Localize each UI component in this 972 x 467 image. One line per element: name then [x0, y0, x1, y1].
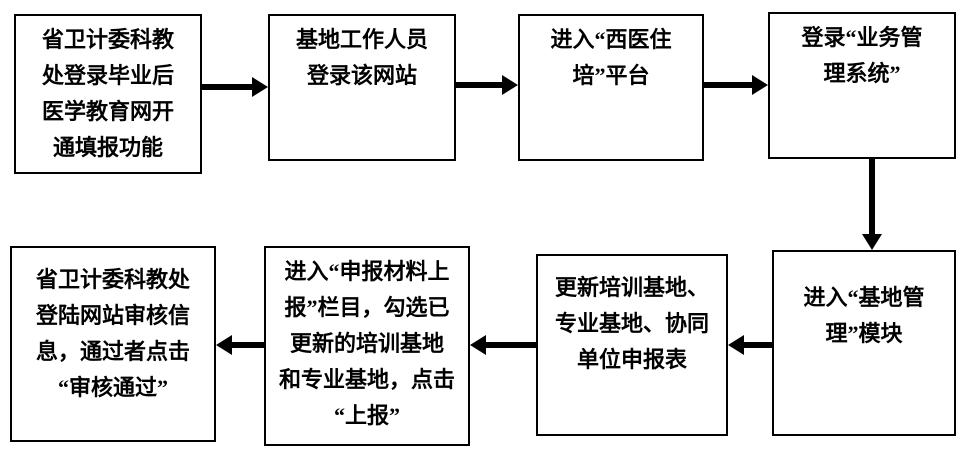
flow-step-8-review-approval: 省卫计委科教处 登陆网站审核信 息，通过者点击 “审核通过” [10, 246, 216, 442]
arrow-step3-to-step4-icon [704, 74, 768, 96]
flow-step-2-label: 基地工作人员 登录该网站 [295, 27, 428, 88]
arrow-head-right-icon [502, 75, 518, 95]
flow-step-2-staff-login: 基地工作人员 登录该网站 [268, 14, 456, 161]
arrow-shaft [456, 82, 504, 88]
arrow-shaft [230, 342, 264, 348]
flow-step-6-update-application-forms: 更新培训基地、 专业基地、协同 单位申报表 [536, 254, 728, 436]
flow-step-6-label: 更新培训基地、 专业基地、协同 单位申报表 [554, 275, 709, 372]
arrow-head-left-icon [216, 335, 232, 355]
arrow-step2-to-step3-icon [456, 74, 518, 96]
arrow-step6-to-step7-icon [470, 334, 536, 356]
arrow-shaft [704, 82, 754, 88]
flow-step-1-label: 省卫计委科教 处登录毕业后 医学教育网开 通填报功能 [41, 27, 174, 160]
arrow-head-right-icon [752, 75, 768, 95]
arrow-shaft [484, 342, 536, 348]
arrow-step5-to-step6-icon [728, 334, 772, 356]
flow-step-8-label: 省卫计委科教处 登陆网站审核信 息，通过者点击 “审核通过” [35, 267, 190, 400]
flow-step-5-enter-base-management: 进入“基地管 理”模块 [772, 250, 956, 436]
arrow-shaft [742, 342, 772, 348]
flow-step-3-enter-platform: 进入“西医住 培”平台 [518, 14, 704, 161]
arrow-step7-to-step8-icon [216, 334, 264, 356]
arrow-head-left-icon [728, 335, 744, 355]
arrow-head-left-icon [470, 335, 486, 355]
flow-step-7-submit-materials: 进入“申报材料上 报”栏目，勾选已 更新的培训基地 和专业基地，点击 “上报” [264, 246, 470, 446]
flow-step-4-login-management-system: 登录“业务管 理系统” [768, 12, 956, 159]
arrow-step4-to-step5-icon [861, 159, 883, 250]
arrow-head-right-icon [252, 77, 268, 97]
flow-step-1-open-reporting-function: 省卫计委科教 处登录毕业后 医学教育网开 通填报功能 [14, 14, 202, 174]
flow-step-4-label: 登录“业务管 理系统” [801, 25, 923, 86]
flow-step-7-label: 进入“申报材料上 报”栏目，勾选已 更新的培训基地 和专业基地，点击 “上报” [278, 259, 455, 428]
arrow-head-down-icon [862, 234, 882, 250]
arrow-shaft [869, 159, 875, 236]
arrow-step1-to-step2-icon [202, 76, 268, 98]
flow-step-3-label: 进入“西医住 培”平台 [550, 27, 672, 88]
flow-step-5-label: 进入“基地管 理”模块 [803, 285, 925, 346]
arrow-shaft [202, 84, 254, 90]
